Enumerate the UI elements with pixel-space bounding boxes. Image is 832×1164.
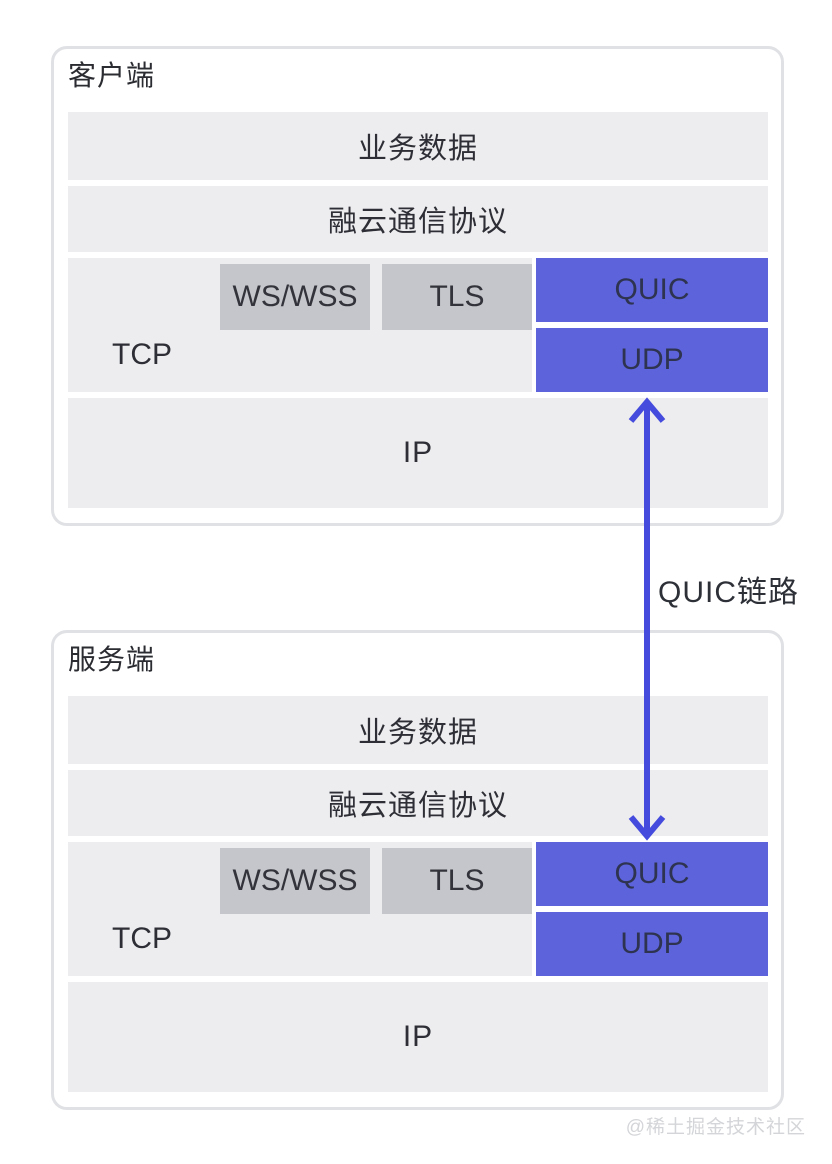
- client-ws-wss-box: WS/WSS: [220, 264, 370, 330]
- server-layer-business-data: 业务数据: [68, 696, 768, 764]
- watermark: @稀土掘金技术社区: [625, 1117, 806, 1138]
- server-tls-box: TLS: [382, 848, 532, 914]
- server-quic-box: QUIC: [536, 842, 768, 906]
- client-tls-box: TLS: [382, 264, 532, 330]
- server-panel: 服务端 业务数据 融云通信协议 TCP WS/WSS TLS QUIC UDP …: [51, 630, 784, 1110]
- server-ws-wss-box: WS/WSS: [220, 848, 370, 914]
- client-panel-title: 客户端: [68, 60, 156, 91]
- server-udp-box: UDP: [536, 912, 768, 976]
- client-udp-box: UDP: [536, 328, 768, 392]
- client-panel: 客户端 业务数据 融云通信协议 TCP WS/WSS TLS QUIC UDP …: [51, 46, 784, 526]
- client-layer-ip: IP: [68, 398, 768, 508]
- server-transport-row: TCP WS/WSS TLS QUIC UDP: [68, 842, 768, 976]
- quic-link-label: QUIC链路: [658, 576, 799, 609]
- client-tcp-label: TCP: [112, 338, 172, 371]
- server-panel-title: 服务端: [68, 644, 156, 675]
- client-layer-business-data: 业务数据: [68, 112, 768, 180]
- client-quic-box: QUIC: [536, 258, 768, 322]
- server-tcp-label: TCP: [112, 922, 172, 955]
- server-layer-rc-protocol: 融云通信协议: [68, 770, 768, 836]
- server-layer-ip: IP: [68, 982, 768, 1092]
- client-layer-rc-protocol: 融云通信协议: [68, 186, 768, 252]
- client-transport-row: TCP WS/WSS TLS QUIC UDP: [68, 258, 768, 392]
